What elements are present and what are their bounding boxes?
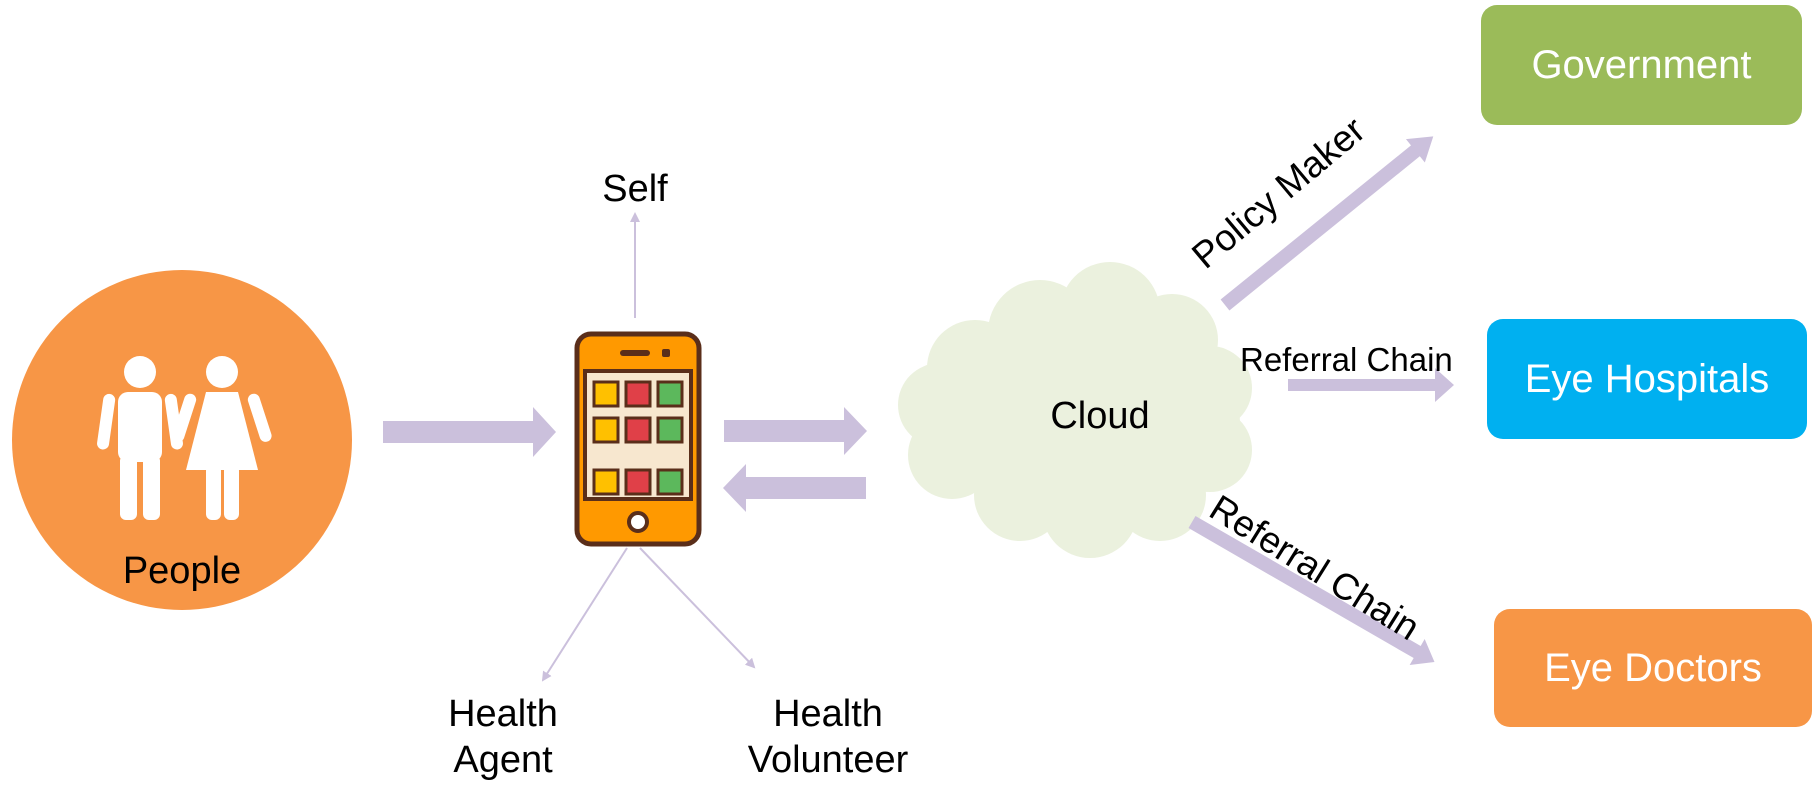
arrow-phone-to-health-agent [541,547,628,682]
people-label: People [122,550,242,592]
arrow-phone-to-health-volunteer [639,547,756,669]
arrow-cloud-to-government [1220,136,1434,311]
arrow-phone-to-cloud [724,407,867,455]
self-label: Self [602,168,668,210]
eye-doctors-box: Eye Doctors [1494,609,1812,727]
health-volunteer-label: Health Volunteer [747,693,909,781]
arrow-people-to-phone [383,407,556,457]
eye-hospitals-box: Eye Hospitals [1487,319,1807,439]
government-label: Government [1531,42,1752,87]
smartphone-app-grid-icon [574,331,702,547]
government-box: Government [1481,5,1802,125]
cloud-label: Cloud [1050,395,1150,437]
man-woman-icon [97,356,272,520]
arrow-cloud-to-phone [723,464,866,512]
eye-doctors-label: Eye Doctors [1544,645,1762,690]
arrow-cloud-to-eye-hospitals [1288,368,1454,402]
eye-hospitals-label: Eye Hospitals [1524,356,1770,401]
arrow-cloud-to-eye-doctors [1188,515,1435,665]
cloud-shape [898,262,1252,558]
referral-chain-hospitals-label: Referral Chain [1240,341,1453,378]
health-agent-label: Health Agent [448,693,558,781]
